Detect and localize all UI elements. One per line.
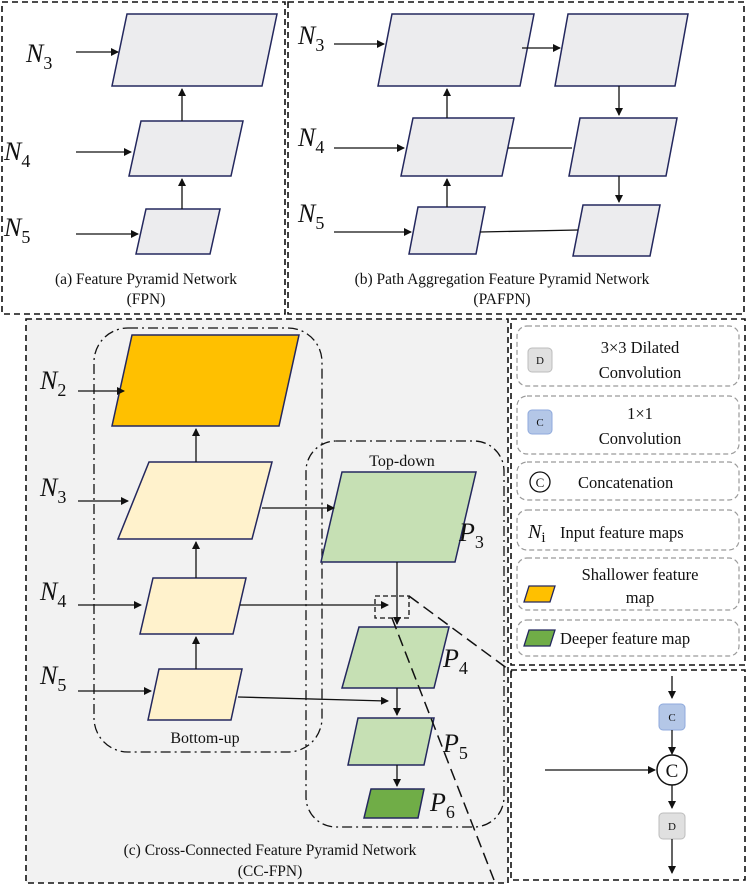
- input-n2: N2: [39, 366, 66, 400]
- legend-deep-label: Deeper feature map: [560, 629, 690, 648]
- top-down-map-p6: [363, 788, 425, 819]
- pafpn-input-n3: N3: [297, 21, 324, 55]
- pafpn-caption-abbr: (PAFPN): [473, 291, 530, 308]
- ccfpn-caption: (c) Cross-Connected Feature Pyramid Netw…: [124, 842, 417, 859]
- ccfpn-caption-abbr: (CC-FPN): [238, 863, 303, 880]
- output-p6: P6: [429, 788, 455, 822]
- legend: D 3×3 Dilated Convolution C 1×1 Convolut…: [510, 318, 746, 666]
- top-down-map-p5: [347, 717, 435, 766]
- shallow-map-swatch: [523, 585, 556, 603]
- fpn-caption: (a) Feature Pyramid Network: [55, 271, 237, 288]
- bottom-up-map-n3: [116, 461, 273, 540]
- dilated-conv-icon: [527, 347, 553, 373]
- pafpn-feature-map-n4: [400, 117, 515, 177]
- pafpn-feature-map-n5: [408, 206, 486, 255]
- bottom-up-group: [93, 327, 323, 753]
- top-down-group: [305, 440, 505, 828]
- fpn-input-n5: N5: [3, 213, 30, 247]
- panel-ccfpn: N2 N3 N4 N5 P3 P4 P5 P6 Top-down Bottom-…: [25, 318, 513, 884]
- pafpn-feature-map-n3: [377, 13, 535, 87]
- pafpn-output-map-2: [568, 117, 678, 177]
- panel-pafpn: N3 N4 N5 (b) Path Aggregation Feature Py…: [287, 1, 745, 315]
- bottom-up-map-n4: [139, 577, 247, 635]
- top-down-map-p3: [320, 471, 477, 563]
- legend-conv-label: 1×1: [627, 404, 653, 423]
- input-n3: N3: [39, 473, 66, 507]
- fpn-feature-map-n5: [135, 208, 221, 255]
- pafpn-output-map-1: [554, 13, 689, 87]
- output-p4: P4: [442, 644, 468, 678]
- pafpn-input-n4: N4: [297, 123, 324, 157]
- bottom-up-label: Bottom-up: [170, 730, 239, 747]
- output-p3: P3: [458, 518, 484, 552]
- concat-icon: [529, 471, 551, 493]
- input-n4: N4: [39, 577, 66, 611]
- legend-input-label: Input feature maps: [560, 523, 684, 542]
- bottom-up-map-n2: [111, 334, 300, 427]
- deep-map-swatch: [523, 629, 556, 647]
- zoom-detail: C C D: [510, 669, 746, 881]
- legend-concat-label: Concatenation: [578, 473, 673, 492]
- svg-text:C: C: [536, 475, 545, 490]
- pafpn-caption: (b) Path Aggregation Feature Pyramid Net…: [355, 271, 650, 288]
- legend-dilated-label-2: Convolution: [599, 363, 682, 382]
- svg-text:D: D: [536, 355, 544, 367]
- svg-text:C: C: [668, 712, 675, 724]
- top-down-label: Top-down: [369, 453, 435, 470]
- svg-text:C: C: [536, 417, 543, 429]
- fpn-input-n4: N4: [3, 137, 30, 171]
- pafpn-output-map-3: [572, 204, 661, 257]
- conv-1x1-icon: [527, 409, 553, 435]
- top-down-map-p4: [341, 626, 450, 689]
- output-p5: P5: [442, 729, 468, 763]
- fpn-feature-map-n4: [128, 120, 244, 177]
- fpn-caption-abbr: (FPN): [127, 291, 166, 308]
- fpn-input-n3: N3: [25, 39, 52, 73]
- input-n5: N5: [39, 661, 66, 695]
- fpn-feature-map-n3: [111, 13, 278, 87]
- svg-text:C: C: [666, 761, 679, 782]
- pafpn-input-n5: N5: [297, 199, 324, 233]
- svg-text:D: D: [668, 821, 676, 833]
- legend-input-symbol: Ni: [527, 521, 546, 546]
- legend-shallow-label: Shallower feature: [582, 565, 699, 584]
- panel-fpn: N3 N4 N5 (a) Feature Pyramid Network (FP…: [1, 1, 286, 315]
- legend-conv-label-2: Convolution: [599, 429, 682, 448]
- bottom-up-map-n5: [147, 668, 243, 721]
- legend-dilated-label: 3×3 Dilated: [601, 338, 680, 357]
- legend-shallow-label-2: map: [626, 588, 654, 607]
